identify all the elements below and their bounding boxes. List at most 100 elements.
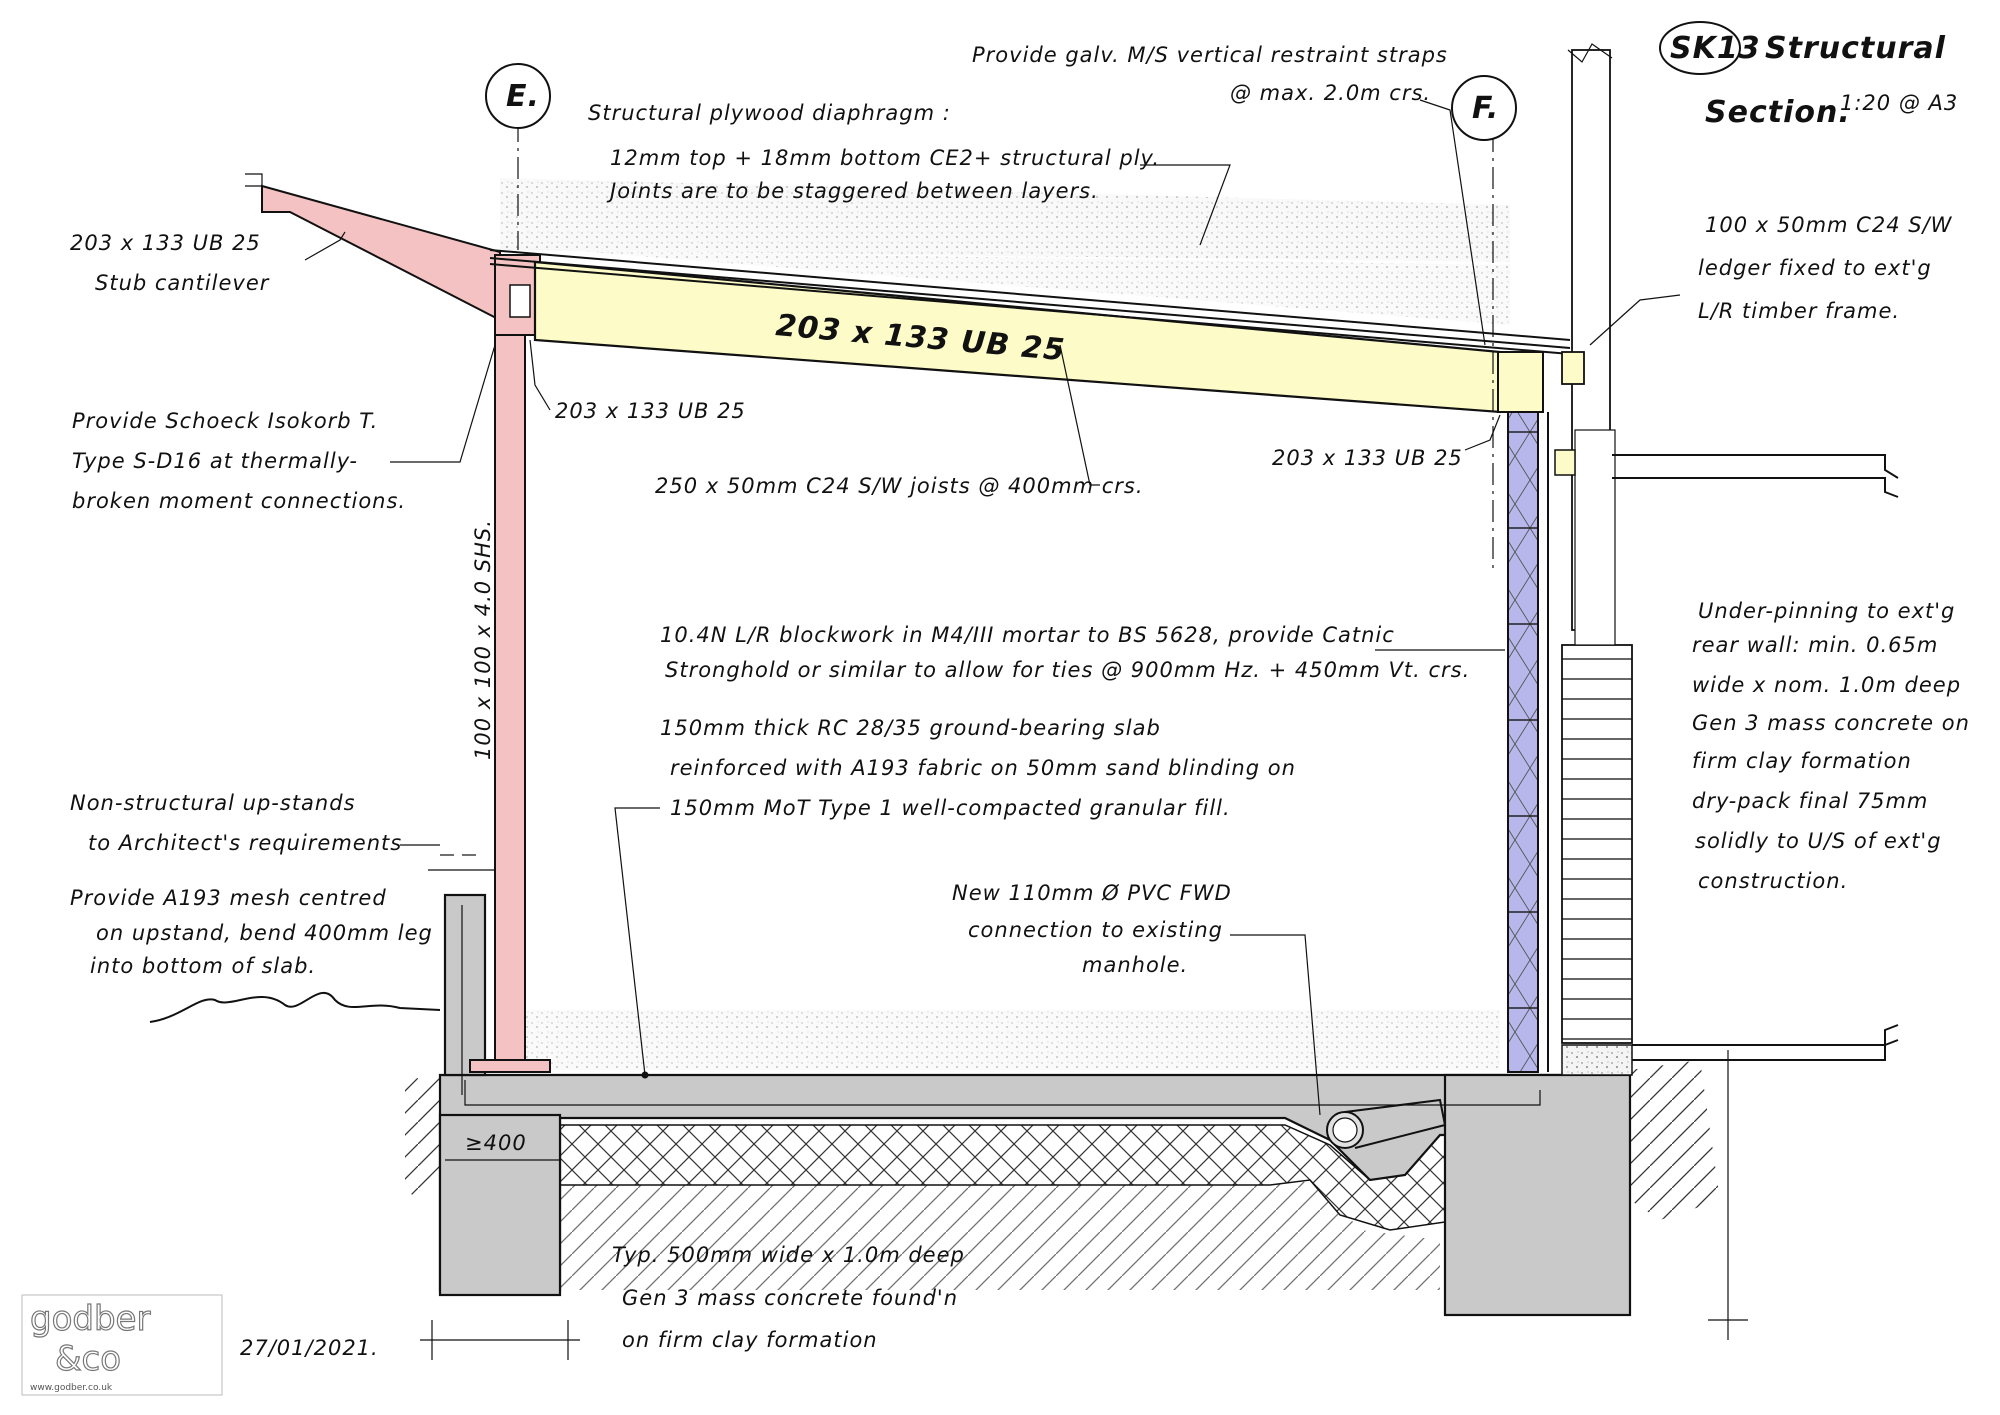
drain-run bbox=[1344, 1098, 1447, 1149]
drain-pipe-bore bbox=[1332, 1117, 1358, 1143]
logo-line-1: godber bbox=[30, 1299, 150, 1339]
dim-400-label: ≥400 bbox=[465, 1131, 527, 1155]
right-blinding bbox=[1561, 1044, 1633, 1076]
logo-line-2: &co bbox=[55, 1339, 121, 1379]
note-plywood-2: 12mm top + 18mm bottom CE2+ structural p… bbox=[610, 146, 1160, 170]
roof-insulation-zone bbox=[500, 245, 1510, 325]
note-mesh-3: into bottom of slab. bbox=[90, 954, 316, 978]
drawing-ref-circle bbox=[1659, 21, 1741, 75]
note-drain-1: New 110mm Ø PVC FWD bbox=[952, 881, 1232, 905]
note-foundation-3: on firm clay formation bbox=[622, 1328, 878, 1352]
note-underpin-5: firm clay formation bbox=[1692, 749, 1912, 773]
note-ledger-3: L/R timber frame. bbox=[1698, 299, 1900, 323]
gridline-f-label: F. bbox=[1472, 91, 1499, 126]
gridline-e-bubble bbox=[485, 63, 551, 129]
left-connection-block bbox=[509, 284, 531, 318]
leader-slab bbox=[614, 807, 660, 1076]
note-upstand-2: to Architect's requirements bbox=[88, 831, 402, 855]
leader-beam-left bbox=[529, 339, 551, 411]
note-underpin-6: dry-pack final 75mm bbox=[1692, 789, 1928, 813]
drawing-date: 27/01/2021. bbox=[240, 1336, 379, 1360]
gridline-f-bubble bbox=[1451, 75, 1517, 141]
wall-plate bbox=[1554, 449, 1576, 476]
earth-hatch-right bbox=[1630, 1060, 1720, 1220]
note-ledger-2: ledger fixed to ext'g bbox=[1698, 256, 1932, 280]
note-slab-1: 150mm thick RC 28/35 ground-bearing slab bbox=[660, 716, 1161, 740]
note-slab-3: 150mm MoT Type 1 well-compacted granular… bbox=[670, 796, 1231, 820]
leader-beam-right bbox=[1464, 414, 1501, 451]
gridline-e-label: E. bbox=[506, 79, 540, 114]
existing-floor-lower bbox=[1612, 477, 1899, 498]
existing-ground-line bbox=[1632, 1024, 1899, 1046]
existing-ground-line-2 bbox=[1632, 1039, 1899, 1061]
floor-haze bbox=[510, 1010, 1500, 1070]
drawing-title-line2: Section. bbox=[1705, 95, 1851, 130]
leader-ledger bbox=[1589, 294, 1681, 346]
grass-line bbox=[149, 992, 441, 1023]
note-underpin-8: construction. bbox=[1698, 869, 1848, 893]
note-plywood-3: Joints are to be staggered between layer… bbox=[606, 179, 1099, 203]
earth-hatch-mid bbox=[560, 1180, 1440, 1290]
leader-cantilever bbox=[304, 231, 346, 261]
leader-straps bbox=[1419, 99, 1486, 346]
note-straps-1: Provide galv. M/S vertical restraint str… bbox=[972, 43, 1448, 67]
existing-wall-break bbox=[1567, 43, 1613, 63]
note-underpin-4: Gen 3 mass concrete on bbox=[1692, 711, 1970, 735]
left-upstand bbox=[443, 893, 487, 1077]
note-cantilever-1: 203 x 133 UB 25 bbox=[70, 231, 261, 255]
note-straps-2: @ max. 2.0m crs. bbox=[1230, 81, 1431, 105]
existing-wall-cavity bbox=[1574, 429, 1616, 646]
existing-wall-brick bbox=[1561, 644, 1633, 1044]
left-footing bbox=[438, 1113, 562, 1297]
note-foundation-1: Typ. 500mm wide x 1.0m deep bbox=[612, 1243, 965, 1267]
existing-floor-upper bbox=[1612, 454, 1899, 479]
roof-deck-top bbox=[489, 249, 1571, 341]
shs-column bbox=[494, 334, 526, 1066]
drawing-title-line1: Structural bbox=[1765, 31, 1946, 66]
note-underpin-7: solidly to U/S of ext'g bbox=[1695, 829, 1942, 853]
leader-drain bbox=[1230, 934, 1321, 1116]
note-ledger-1: 100 x 50mm C24 S/W bbox=[1705, 213, 1953, 237]
note-blockwork-2: Stronghold or similar to allow for ties … bbox=[665, 658, 1470, 682]
note-joists: 250 x 50mm C24 S/W joists @ 400mm crs. bbox=[655, 474, 1144, 498]
right-underpin bbox=[1443, 1073, 1632, 1317]
note-upstand-1: Non-structural up-stands bbox=[70, 791, 356, 815]
drawing-scale: 1:20 @ A3 bbox=[1840, 91, 1958, 115]
leader-joists bbox=[1059, 344, 1100, 486]
blockwork-wall bbox=[1507, 411, 1539, 1073]
note-underpin-3: wide x nom. 1.0m deep bbox=[1692, 673, 1961, 697]
note-slab-2: reinforced with A193 fabric on 50mm sand… bbox=[670, 756, 1296, 780]
note-plywood-1: Structural plywood diaphragm : bbox=[588, 101, 951, 125]
label-right-beam: 203 x 133 UB 25 bbox=[1272, 446, 1463, 470]
earth-hatch-left bbox=[405, 1075, 440, 1200]
ledger-timber bbox=[1561, 351, 1585, 385]
logo-url: www.godber.co.uk bbox=[30, 1383, 113, 1393]
note-isokorb-3: broken moment connections. bbox=[72, 489, 406, 513]
drawing-ref: SK13 bbox=[1670, 31, 1761, 66]
leader-plywood bbox=[1140, 164, 1231, 246]
company-logo: godber &co www.godber.co.uk bbox=[21, 1294, 223, 1396]
stub-cantilever bbox=[261, 184, 501, 322]
roof-dotted-haze bbox=[500, 178, 1510, 262]
note-underpin-2: rear wall: min. 0.65m bbox=[1692, 633, 1938, 657]
roof-deck-mid bbox=[489, 257, 1571, 349]
column-base-plate bbox=[469, 1059, 551, 1073]
leader-isokorb bbox=[390, 344, 496, 463]
note-drain-3: manhole. bbox=[1082, 953, 1188, 977]
slab-rebar bbox=[464, 1080, 1541, 1106]
note-isokorb-1: Provide Schoeck Isokorb T. bbox=[72, 409, 378, 433]
note-mesh-2: on upstand, bend 400mm leg bbox=[96, 921, 433, 945]
note-underpin-1: Under-pinning to ext'g bbox=[1698, 599, 1955, 623]
cantilever-upstand bbox=[245, 173, 263, 187]
note-drain-2: connection to existing bbox=[968, 918, 1223, 942]
note-blockwork-1: 10.4N L/R blockwork in M4/III mortar to … bbox=[660, 623, 1395, 647]
note-mesh-1: Provide A193 mesh centred bbox=[70, 886, 387, 910]
label-column: 100 x 100 x 4.0 SHS. bbox=[471, 519, 495, 760]
note-isokorb-2: Type S-D16 at thermally- bbox=[72, 449, 358, 473]
label-left-beam: 203 x 133 UB 25 bbox=[555, 399, 746, 423]
right-ub-section bbox=[1497, 351, 1544, 413]
roof-deck-bot bbox=[489, 263, 1571, 355]
note-cantilever-2: Stub cantilever bbox=[95, 271, 270, 295]
note-foundation-2: Gen 3 mass concrete found'n bbox=[622, 1286, 958, 1310]
